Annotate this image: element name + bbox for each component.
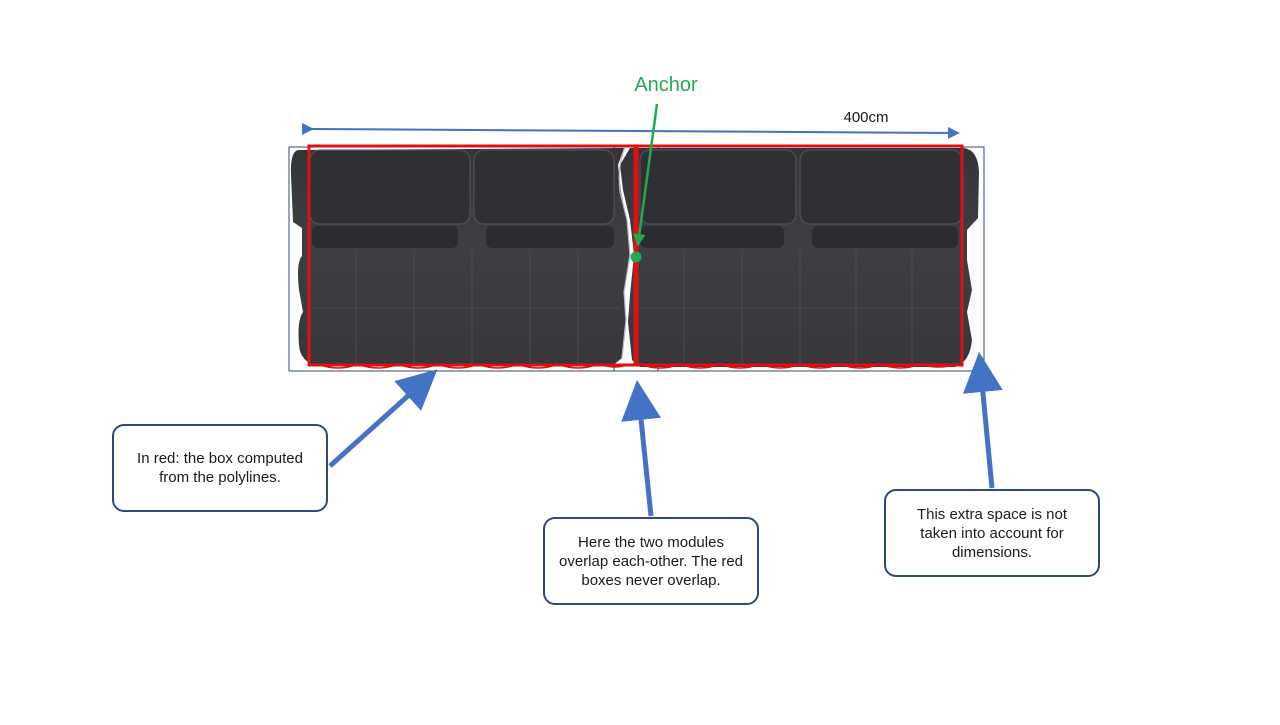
overlap-callout: Here the two modules overlap each-other.… (543, 517, 759, 605)
anchor-label: Anchor (634, 74, 698, 96)
extra-space-callout-arrow (962, 352, 1003, 489)
anchor-pointer-line (633, 103, 659, 247)
module-seam (618, 147, 631, 359)
dimension-label: 400cm (843, 109, 889, 126)
backrest-cushions (309, 149, 963, 225)
armrest-front-edges (312, 226, 958, 248)
red-box-callout: In red: the box computed from the polyli… (112, 424, 328, 512)
red-box-callout-arrow (328, 369, 438, 468)
overlap-callout-arrow (621, 380, 661, 517)
anchor-point (630, 251, 642, 263)
sofa (290, 147, 979, 369)
dimension-arrow (301, 122, 960, 139)
extra-space-callout: This extra space is not taken into accou… (884, 489, 1100, 577)
seat-cushion-lines (310, 250, 962, 364)
